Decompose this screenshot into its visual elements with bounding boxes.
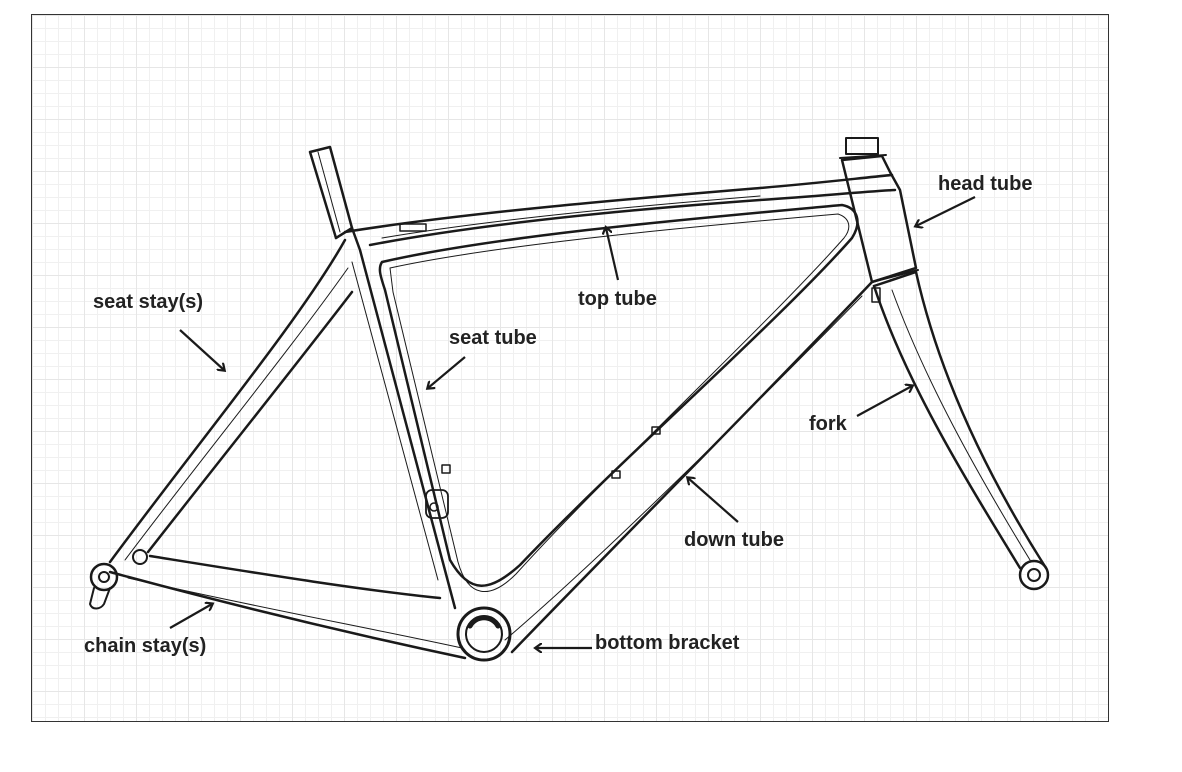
seat-tube — [334, 226, 457, 610]
label-bottom-bracket: bottom bracket — [595, 632, 740, 654]
main-triangle-inner — [378, 203, 859, 587]
top-tube-arrow — [606, 228, 620, 281]
seat-post — [308, 145, 354, 240]
down-tube — [510, 280, 874, 654]
seat-stays-arrow — [179, 329, 224, 370]
chain-stays-arrow — [169, 604, 212, 629]
label-head-tube: head tube — [938, 173, 1033, 195]
head-tube-arrow — [916, 196, 976, 226]
label-down-tube: down tube — [684, 529, 784, 551]
label-fork: fork — [809, 413, 847, 435]
label-chain-stays: chain stay(s) — [84, 635, 207, 657]
fork — [872, 270, 1048, 570]
seat-tube-arrow — [428, 356, 466, 388]
top-tube — [343, 173, 894, 234]
bottom-bracket-shell — [456, 606, 512, 662]
rear-dropout — [89, 549, 148, 610]
head-tube — [840, 154, 918, 284]
label-seat-stays: seat stay(s) — [93, 291, 204, 313]
label-seat-tube: seat tube — [449, 327, 537, 349]
seat-stays — [108, 238, 347, 564]
down-tube-arrow — [688, 478, 739, 523]
fork-arrow — [856, 386, 912, 417]
label-top-tube: top tube — [578, 288, 657, 310]
